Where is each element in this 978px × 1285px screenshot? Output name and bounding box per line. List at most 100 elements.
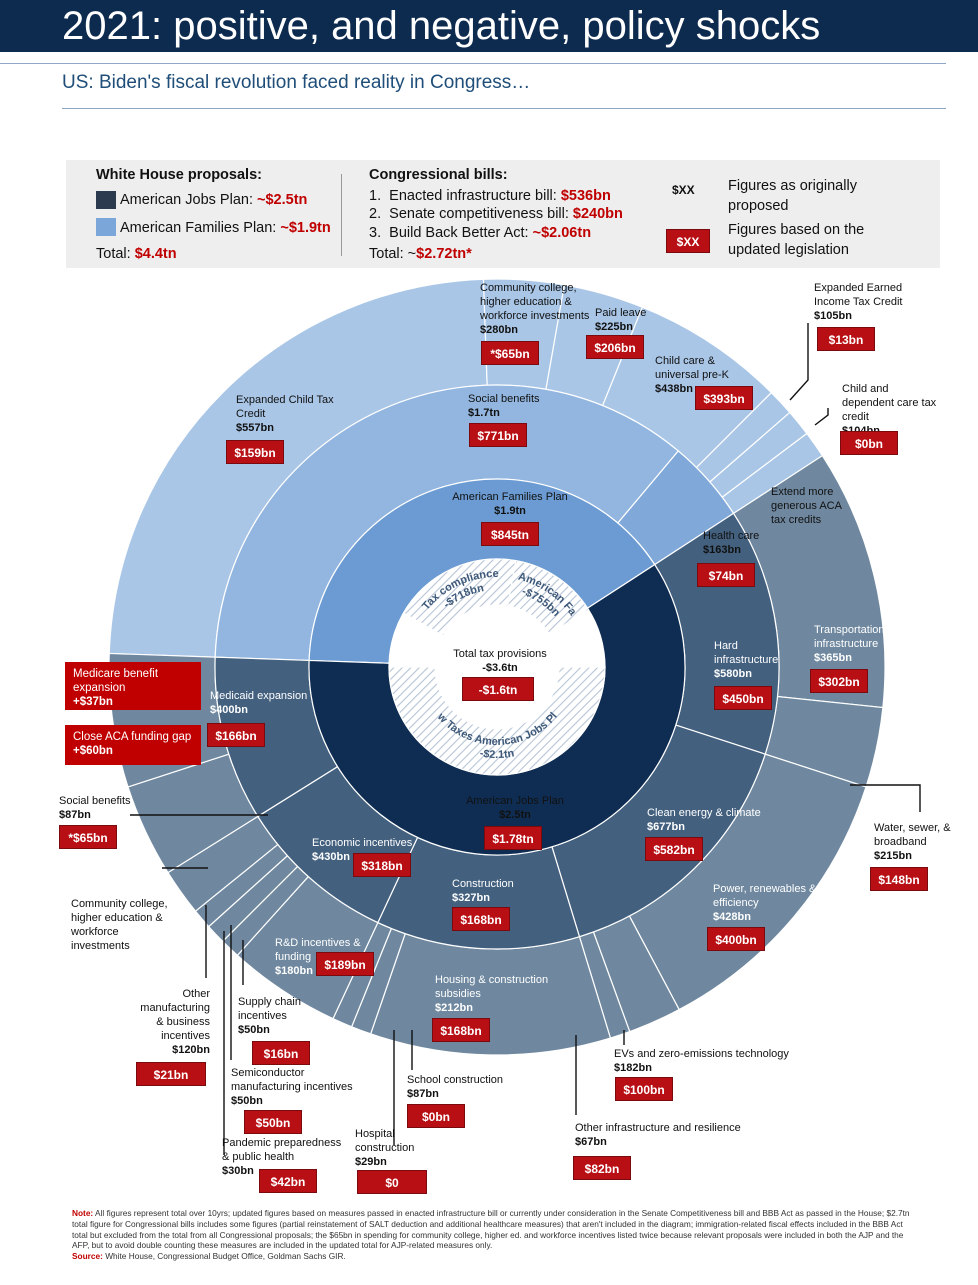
outer-updated-child-and-dependent-care-tax-credit-5: $0bn — [840, 431, 898, 455]
key-original-symbol: $XX — [672, 183, 695, 197]
mid-label-clean-energy-climate-name: Clean energy & climate — [647, 807, 761, 819]
outer-label-evs-and-zero-emissions-technology-10-value: $182bn — [614, 1062, 652, 1074]
mid-label-social-benefits: Social benefits$1.7tn — [468, 392, 568, 420]
outer-label-r-d-incentives-funding-15: R&D incentives & funding$180bn — [275, 936, 395, 978]
outer-updated-other-manufacturing-business-incentives-19: $21bn — [136, 1062, 206, 1086]
outer-label-housing-construction-subsidies-12: Housing & construction subsidies$212bn — [435, 973, 575, 1015]
outer-label-child-care-universal-pre-k-3-value: $438bn — [655, 383, 693, 395]
outer-label-semiconductor-manufacturing-incentives-17: Semiconductor manufacturing incentives$5… — [231, 1066, 361, 1108]
outer-updated-expanded-child-tax-credit-0: $159bn — [226, 440, 284, 464]
outer-label-expanded-earned-income-tax-credit-4-name: Expanded Earned Income Tax Credit — [814, 282, 903, 308]
outer-label-community-college-higher-education-workforce-investments-20: Community college, higher education & wo… — [71, 897, 171, 953]
page-subtitle: US: Biden's fiscal revolution faced real… — [62, 72, 531, 93]
outer-label-other-infrastructure-and-resilience-11-name: Other infrastructure and resilience — [575, 1122, 741, 1134]
outer-updated-community-college-higher-education-workforce-investments-1: *$65bn — [481, 341, 539, 365]
mid-label-clean-energy-climate: Clean energy & climate$677bn — [647, 806, 767, 834]
outer-updated-expanded-earned-income-tax-credit-4: $13bn — [817, 327, 875, 351]
addition-value: +$60bn — [73, 745, 113, 757]
legend-ajp: American Jobs Plan: ~$2.5tn — [120, 192, 308, 208]
title-bar — [0, 0, 978, 52]
outer-updated-housing-construction-subsidies-12: $168bn — [432, 1018, 490, 1042]
ajp-label: American Jobs Plan $2.5tn — [450, 794, 580, 822]
page-title: 2021: positive, and negative, policy sho… — [62, 4, 821, 48]
outer-label-supply-chain-incentives-18-value: $50bn — [238, 1024, 270, 1036]
outer-updated-social-benefits-21: *$65bn — [59, 825, 117, 849]
outer-updated-hospital-construction-14: $0 — [357, 1170, 427, 1194]
outer-label-extend-more-generous-aca-tax-credits-6-name: Extend more generous ACA tax credits — [771, 486, 842, 526]
key-updated-symbol: $XX — [666, 229, 710, 253]
ajp-label-name: American Jobs Plan — [466, 795, 564, 807]
mid-updated-hard-infrastructure: $450bn — [714, 686, 772, 710]
legend-cb2: 2. Senate competitiveness bill: $240bn — [369, 206, 623, 222]
outer-label-r-d-incentives-funding-15-value: $180bn — [275, 965, 313, 977]
leader-line — [850, 784, 921, 812]
mid-label-medicaid-expansion-value: $400bn — [210, 704, 248, 716]
outer-label-social-benefits-21-name: Social benefits — [59, 795, 131, 807]
mid-label-construction-value: $327bn — [452, 892, 490, 904]
legend-divider — [341, 174, 342, 256]
legend-cb1: 1. Enacted infrastructure bill: $536bn — [369, 188, 611, 204]
center-label: Total tax provisions-$3.6tn — [440, 647, 560, 675]
outer-label-other-manufacturing-business-incentives-19-name: Other manufacturing & business incentive… — [140, 988, 210, 1042]
key-updated-text: Figures based on the updated legislation — [728, 222, 865, 258]
outer-label-power-renewables-efficiency-9-value: $428bn — [713, 911, 751, 923]
mid-label-economic-incentives: Economic incentives$430bn — [312, 836, 422, 864]
mid-updated-economic-incentives: $318bn — [353, 853, 411, 877]
outer-label-paid-leave-2: Paid leave$225bn — [595, 306, 655, 334]
outer-label-pandemic-preparedness-public-health-16: Pandemic preparedness & public health $30… — [222, 1136, 342, 1178]
center-label-name: Total tax provisions — [453, 648, 547, 660]
mid-label-health-care-name: Health care — [703, 530, 760, 542]
outer-updated-semiconductor-manufacturing-incentives-17: $50bn — [244, 1110, 302, 1134]
outer-label-transportation-infrastructure-7: Transportation infrastructure$365bn — [814, 623, 904, 665]
outer-label-community-college-higher-education-workforce-investments-20-name: Community college, higher education & wo… — [71, 898, 168, 952]
outer-updated-r-d-incentives-funding-15: $189bn — [316, 952, 374, 976]
afp-label-name: American Families Plan — [452, 491, 568, 503]
mid-label-hard-infrastructure: Hard infrastructure$580bn — [714, 639, 804, 681]
center-updated: -$1.6tn — [462, 677, 534, 701]
outer-label-pandemic-preparedness-public-health-16-name: Pandemic preparedness & public health — [222, 1137, 342, 1163]
outer-label-other-manufacturing-business-incentives-19: Other manufacturing & business incentive… — [140, 987, 210, 1057]
outer-updated-pandemic-preparedness-public-health-16: $42bn — [259, 1169, 317, 1193]
outer-updated-paid-leave-2: $206bn — [586, 335, 644, 359]
outer-label-hospital-construction-14-name: Hospital construction — [355, 1128, 415, 1154]
subtitle-rule — [62, 108, 946, 109]
legend — [66, 160, 940, 268]
outer-updated-power-renewables-efficiency-9: $400bn — [707, 927, 765, 951]
legend-cb3: 3. Build Back Better Act: ~$2.06tn — [369, 225, 592, 241]
mid-updated-medicaid-expansion: $166bn — [207, 723, 265, 747]
addition-value: +$37bn — [73, 696, 113, 708]
addition-medicare-benefit-expansion: Medicare benefit expansion +$37bn — [65, 662, 201, 710]
mid-updated-social-benefits: $771bn — [469, 423, 527, 447]
outer-label-hospital-construction-14: Hospital construction$29bn — [355, 1127, 445, 1169]
mid-updated-clean-energy-climate: $582bn — [645, 837, 703, 861]
outer-label-community-college-higher-education-workforce-investments-1: Community college, higher education & wo… — [480, 281, 592, 337]
outer-updated-water-sewer-broadband-8: $148bn — [870, 867, 928, 891]
mid-label-social-benefits-name: Social benefits — [468, 393, 540, 405]
outer-label-evs-and-zero-emissions-technology-10: EVs and zero-emissions technology$182bn — [614, 1047, 794, 1075]
ajp-swatch — [96, 191, 116, 209]
mid-label-health-care-value: $163bn — [703, 544, 741, 556]
outer-label-supply-chain-incentives-18-name: Supply chain incentives — [238, 996, 301, 1022]
outer-label-transportation-infrastructure-7-name: Transportation infrastructure — [814, 624, 885, 650]
outer-label-power-renewables-efficiency-9: Power, renewables & efficiency$428bn — [713, 882, 823, 924]
tax-label-ajp-tax-val: -$2.1tn — [479, 747, 516, 761]
outer-label-social-benefits-21: Social benefits $87bn — [59, 794, 159, 822]
outer-updated-child-care-universal-pre-k-3: $393bn — [695, 386, 753, 410]
outer-label-pandemic-preparedness-public-health-16-value: $30bn — [222, 1165, 254, 1177]
outer-label-community-college-higher-education-workforce-investments-1-value: $280bn — [480, 324, 518, 336]
outer-label-school-construction-13-name: School construction — [407, 1074, 503, 1086]
outer-label-expanded-earned-income-tax-credit-4-value: $105bn — [814, 310, 852, 322]
outer-label-child-and-dependent-care-tax-credit-5: Child and dependent care tax credit$104b… — [842, 382, 942, 438]
ajp-label-value: $2.5tn — [499, 809, 531, 821]
addition-name: Medicare benefit expansion — [73, 668, 159, 694]
outer-label-expanded-child-tax-credit-0-name: Expanded Child Tax Credit — [236, 394, 334, 420]
mid-label-health-care: Health care $163bn — [703, 529, 783, 557]
legend-cb-total: Total: ~$2.72tn* — [369, 246, 472, 262]
outer-label-child-care-universal-pre-k-3: Child care & universal pre-K$438bn — [655, 354, 745, 396]
leader-line — [814, 408, 829, 426]
outer-label-social-benefits-21-value: $87bn — [59, 809, 91, 821]
outer-label-child-and-dependent-care-tax-credit-5-name: Child and dependent care tax credit — [842, 383, 937, 423]
outer-updated-transportation-infrastructure-7: $302bn — [810, 669, 868, 693]
outer-label-water-sewer-broadband-8-name: Water, sewer, & broadband — [874, 822, 951, 848]
